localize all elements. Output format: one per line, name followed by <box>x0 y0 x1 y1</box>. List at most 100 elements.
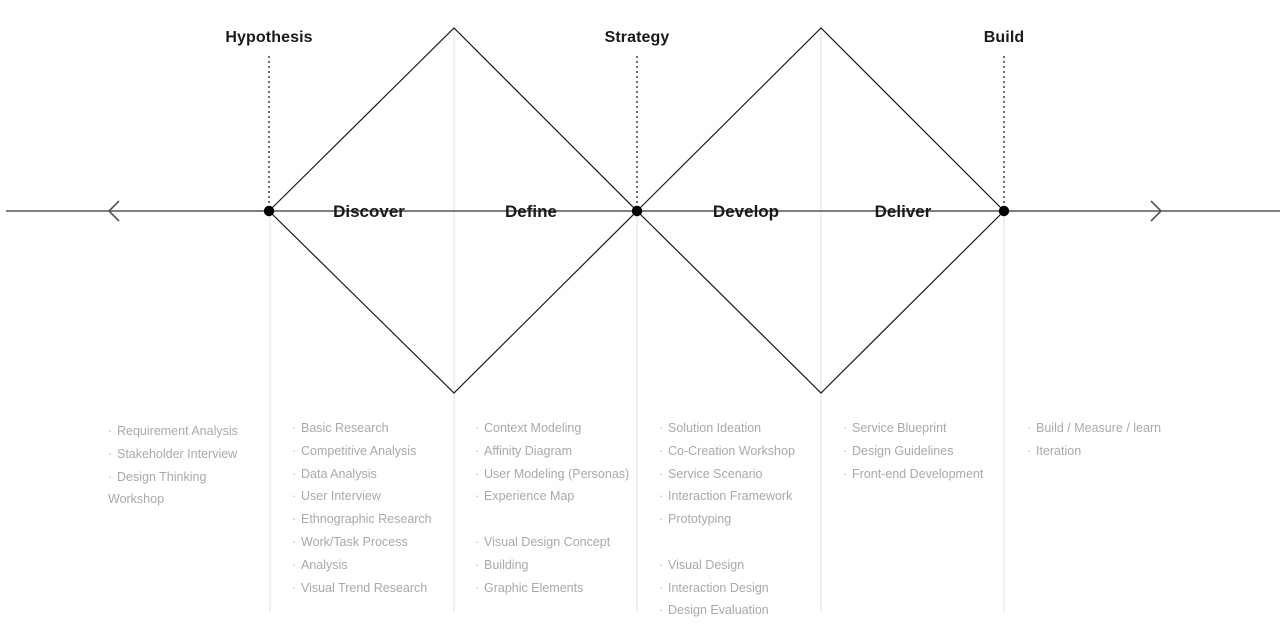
task-item-label: Front-end Development <box>852 466 984 481</box>
bullet-icon: · <box>659 580 664 595</box>
task-item: · Work/Task Process <box>292 531 432 554</box>
discover-tasks: ·Basic Research·Competitive Analysis·Dat… <box>292 417 432 599</box>
right-arrow-icon <box>1150 200 1163 222</box>
phase-label-develop: Develop <box>712 202 780 221</box>
phase-label-deliver: Deliver <box>874 202 932 221</box>
task-item: · Interaction Framework <box>659 485 795 508</box>
bullet-icon: · <box>659 489 664 504</box>
task-item-label: Requirement Analysis <box>117 424 238 438</box>
task-item: · Stakeholder Interview <box>108 443 238 466</box>
task-item: ·Front-end Development <box>843 463 983 486</box>
task-item: · Service Blueprint <box>843 417 983 440</box>
task-item: ·Analysis <box>292 554 432 577</box>
task-item-label: Interaction Design <box>668 580 769 595</box>
diamond-discover-define <box>268 27 638 394</box>
task-spacer <box>475 508 629 531</box>
task-item: · Design Guidelines <box>843 440 983 463</box>
bullet-icon: · <box>843 421 848 435</box>
task-item: ·Graphic Elements <box>475 577 629 600</box>
task-item-label: Competitive Analysis <box>301 443 417 458</box>
task-item-label: Prototyping <box>668 512 732 527</box>
task-item: · Requirement Analysis <box>108 420 238 443</box>
task-item-label: Design Evaluation <box>668 603 769 618</box>
task-item: · Design Evaluation <box>659 599 795 622</box>
hypothesis-tasks: · Requirement Analysis · Stakeholder Interv… <box>108 420 238 511</box>
task-item: · Ethnographic Research <box>292 508 432 531</box>
task-spacer <box>659 531 795 554</box>
bullet-icon: · <box>659 443 664 458</box>
task-item: · User Modeling (Personas) <box>475 463 629 486</box>
task-item-label: Service Scenario <box>668 466 763 481</box>
phase-label-define: Define <box>505 202 557 221</box>
node-hypothesis <box>263 205 275 217</box>
bullet-icon: · <box>108 469 113 484</box>
task-item-label: Ethnographic Research <box>301 512 432 527</box>
task-item: · Solution Ideation <box>659 417 795 440</box>
task-item-label: Interaction Framework <box>668 489 793 504</box>
bullet-icon: · <box>659 603 664 618</box>
task-item: ·Data Analysis <box>292 463 432 486</box>
task-item: ·Service Scenario <box>659 463 795 486</box>
task-item: · Experience Map <box>475 485 629 508</box>
task-item-label: Stakeholder Interview <box>117 446 238 461</box>
task-item: · Visual Design Concept <box>475 531 629 554</box>
task-item: · Basic Research <box>292 417 432 440</box>
task-item: · User Interview <box>292 485 432 508</box>
task-item-label: Basic Research <box>301 421 389 435</box>
build-tasks: · Build / Measure / learn ·Iteration <box>1027 417 1161 463</box>
task-item-label: Design Guidelines <box>852 443 954 458</box>
task-item-label: Visual Design Concept <box>484 534 611 549</box>
task-item: · Affinity Diagram <box>475 440 629 463</box>
diamond-develop-deliver <box>636 27 1005 394</box>
task-item: · Build / Measure / learn <box>1027 417 1161 440</box>
bullet-icon: · <box>475 534 480 549</box>
task-item: ·Building <box>475 554 629 577</box>
bullet-icon: · <box>659 421 664 435</box>
task-item: ·Iteration <box>1027 440 1161 463</box>
bullet-icon: · <box>292 512 297 527</box>
task-item: ·Prototyping <box>659 508 795 531</box>
bullet-icon: · <box>292 421 297 435</box>
task-item: · Competitive Analysis <box>292 440 432 463</box>
bullet-icon: · <box>292 580 297 595</box>
task-item-label: Service Blueprint <box>852 421 947 435</box>
bullet-icon: · <box>108 424 113 438</box>
task-item: · Context Modeling <box>475 417 629 440</box>
define-tasks: · Context Modeling · Affinity Diagram · User … <box>475 417 629 599</box>
task-item-label: Work/Task Process <box>301 534 408 549</box>
task-item-label: Context Modeling <box>484 421 582 435</box>
task-item-label: Graphic Elements <box>484 580 584 595</box>
task-item: ·Visual Design <box>659 554 795 577</box>
bullet-icon: · <box>475 421 480 435</box>
bullet-icon: · <box>475 489 480 504</box>
milestone-label-hypothesis: Hypothesis <box>225 29 313 46</box>
bullet-icon: · <box>1027 421 1032 435</box>
bullet-icon: · <box>292 443 297 458</box>
milestone-label-strategy: Strategy <box>604 29 670 46</box>
bullet-icon: · <box>292 557 297 572</box>
task-item-label: Solution Ideation <box>668 421 762 435</box>
bullet-icon: · <box>108 446 113 461</box>
deliver-tasks: · Service Blueprint · Design Guidelines ·Fro… <box>843 417 983 485</box>
task-item-label: Experience Map <box>484 489 575 504</box>
node-strategy <box>631 205 643 217</box>
task-item-label: User Interview <box>301 489 381 504</box>
develop-tasks: ·Solution Ideation·Co-Creation Workshop·… <box>659 417 795 622</box>
task-item: · Co-Creation Workshop <box>659 440 795 463</box>
task-item-label: Build / Measure / learn <box>1036 421 1162 435</box>
milestone-label-build: Build <box>983 29 1025 46</box>
task-item-label: Co-Creation Workshop <box>668 443 795 458</box>
bullet-icon: · <box>475 466 480 481</box>
task-item-label: Visual Design <box>668 557 745 572</box>
task-item: ·Design Thinking Workshop <box>108 466 238 512</box>
task-item-label: Data Analysis <box>301 466 377 481</box>
phase-label-discover: Discover <box>333 202 405 221</box>
bullet-icon: · <box>843 443 848 458</box>
task-item-label: Affinity Diagram <box>484 443 572 458</box>
task-item-label: User Modeling (Personas) <box>484 466 630 481</box>
bullet-icon: · <box>475 443 480 458</box>
task-item-label: Building <box>484 557 529 572</box>
bullet-icon: · <box>292 534 297 549</box>
bullet-icon: · <box>292 489 297 504</box>
